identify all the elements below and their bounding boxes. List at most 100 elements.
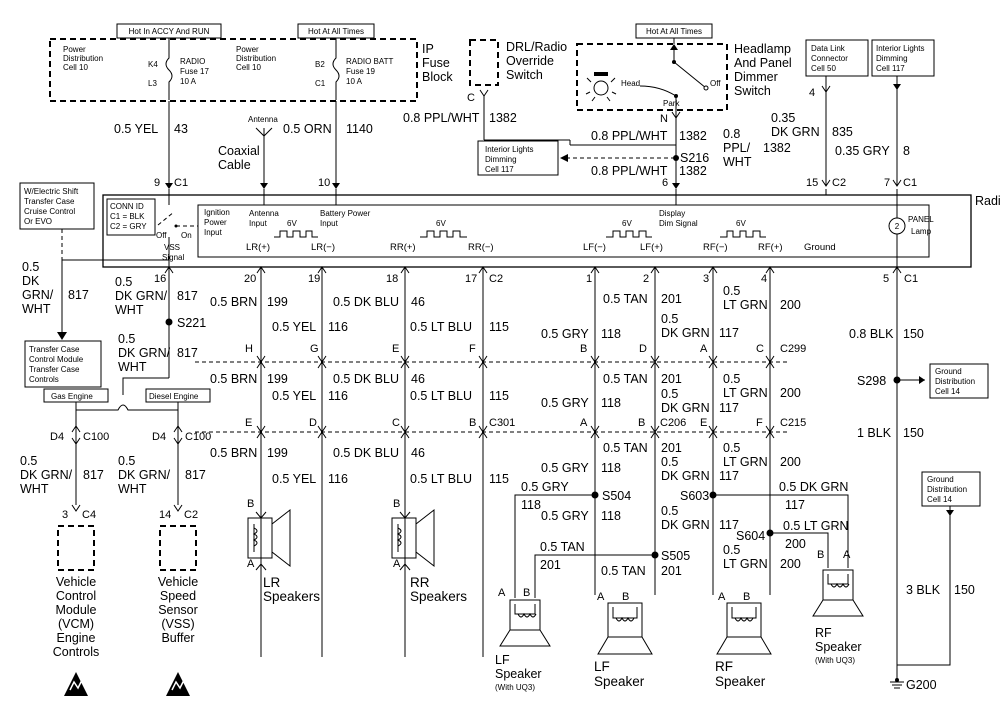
ild-mid-label-3: Cell 117 xyxy=(485,165,514,174)
dkblu-46-c: 0.5 DK BLU xyxy=(333,446,399,460)
ltblu-115-a-circuit: 115 xyxy=(489,320,509,334)
dkblu-46-b: 0.5 DK BLU xyxy=(333,372,399,386)
dkblu-46-a: 0.5 DK BLU xyxy=(333,295,399,309)
ip-fuse-block-title-3: Block xyxy=(422,70,453,84)
ltblu-115-b: 0.5 LT BLU xyxy=(410,389,472,403)
splice-s216: S216 xyxy=(680,151,709,165)
tan-201-e: 0.5 TAN xyxy=(601,564,646,578)
interior-lights-dimming-box xyxy=(477,140,559,176)
lf-uq3-label: LF xyxy=(495,653,510,667)
c1-terminal: C1 xyxy=(315,79,326,88)
rr-pin-b: B xyxy=(393,498,400,510)
dk-grn-wht-b: 0.5 xyxy=(115,275,132,289)
pd-cell-label-1: Power xyxy=(63,45,86,54)
tcc-label-4: Controls xyxy=(29,375,59,384)
pin-9: 9 xyxy=(154,177,160,189)
pin-5: 5 xyxy=(883,273,889,285)
dk-grn-wht-f-circuit: 817 xyxy=(185,468,206,482)
gd-label-2: Distribution xyxy=(935,377,975,386)
orn-1140-wire: 0.5 ORN xyxy=(283,122,332,136)
yel-116-c: 0.5 YEL xyxy=(272,472,316,486)
c100-diesel: C100 xyxy=(185,431,211,443)
dlc-label-2: Connector xyxy=(811,54,848,63)
dkgrn-117-a-circuit: 117 xyxy=(719,326,739,340)
drl-pin-c: C xyxy=(467,92,475,104)
pd-cell-label-2b: Distribution xyxy=(236,54,276,63)
rr-square-wave xyxy=(420,230,467,238)
pin-3-c4: 3 xyxy=(62,509,68,521)
pin-2: 2 xyxy=(643,273,649,285)
data-link-connector-box xyxy=(805,39,869,77)
drl-circuit: 1382 xyxy=(489,111,517,125)
radio-title: Radio xyxy=(975,194,1000,208)
dk-grn-835-2: DK GRN xyxy=(771,125,820,139)
head-position: Head xyxy=(621,79,640,88)
dk-grn-wht-f-3: WHT xyxy=(118,482,147,496)
on-label: On xyxy=(181,231,192,240)
ild-top-label-2: Dimming xyxy=(876,54,908,63)
lr-speakers-label-2: Speakers xyxy=(263,589,320,604)
lf-speaker: A B LF Speaker xyxy=(594,591,653,689)
battery-power-input: Battery Power xyxy=(320,209,371,218)
lr-pin-a: A xyxy=(247,558,255,570)
headlamp-panel-dimmer-switch: Hot At All Times Headlamp And Panel Dimm… xyxy=(576,23,792,125)
radio-batt-fuse-19: Fuse 19 xyxy=(346,67,375,76)
pin-c1-right: C1 xyxy=(903,177,917,189)
c299-pin-g: G xyxy=(310,343,319,355)
c299-pin-h: H xyxy=(245,343,253,355)
drl-wire: 0.8 PPL/WHT xyxy=(403,111,480,125)
dkblu-46-c-circuit: 46 xyxy=(411,446,425,460)
vss-box xyxy=(159,525,197,571)
lf-speaker-uq3: A B LF Speaker (With UQ3) xyxy=(495,587,551,692)
dk-grn-wht-a-3: GRN/ xyxy=(22,288,54,302)
off-label: Off xyxy=(156,231,167,240)
dkgrn-117-a-2: DK GRN xyxy=(661,326,710,340)
lf-minus: LF(−) xyxy=(583,242,606,253)
dkgrn-117-b-2: DK GRN xyxy=(661,401,710,415)
rf-square-wave xyxy=(720,230,766,238)
dkgrn-117-a: 0.5 xyxy=(661,312,678,326)
coaxial-cable-label-2: Cable xyxy=(218,158,251,172)
ild-mid-label: Interior Lights xyxy=(485,145,533,154)
headlamp-switch-box xyxy=(576,43,728,111)
esd-warning-icon-2 xyxy=(166,672,190,696)
brn-199-c-circuit: 199 xyxy=(267,446,288,460)
tan-201-a-circuit: 201 xyxy=(661,292,682,306)
c301-connector: C301 xyxy=(489,417,515,429)
yel-116-b-circuit: 116 xyxy=(328,389,348,403)
drl-radio-override-switch: DRL/Radio Override Switch C 0.8 PPL/WHT … xyxy=(403,39,571,145)
svg-text:2: 2 xyxy=(895,222,900,231)
lr-speakers-label: LR xyxy=(263,575,281,590)
lf-label: LF xyxy=(594,659,610,674)
vss-label-2: Speed xyxy=(160,589,196,603)
dk-grn-wht-a-2: DK xyxy=(22,274,40,288)
yel-116-a: 0.5 YEL xyxy=(272,320,316,334)
blk-150-a-circuit: 150 xyxy=(903,327,924,341)
pin-c2: C2 xyxy=(489,273,503,285)
c206-pin-b: B xyxy=(638,417,645,429)
lf-pin-b: B xyxy=(622,591,629,603)
ground-g200: G200 xyxy=(906,678,937,692)
lr-square-wave xyxy=(274,230,318,238)
dk-grn-835-circuit: 835 xyxy=(832,125,853,139)
c206-pin-a: A xyxy=(580,417,588,429)
pin-4: 4 xyxy=(761,273,767,285)
tan-201-c-circuit: 201 xyxy=(661,441,682,455)
ppl-wht-a-circuit: 1382 xyxy=(679,129,707,143)
headlamp-bulb-icon xyxy=(585,72,617,102)
pin-17: 17 xyxy=(465,273,477,285)
v6-rr: 6V xyxy=(436,219,446,228)
gd2-label-3: Cell 14 xyxy=(927,495,952,504)
c301-pin-b: B xyxy=(469,417,476,429)
c215-pin-e: E xyxy=(700,417,707,429)
fuse-block-outline xyxy=(49,38,418,102)
rf-uq3-label-3: (With UQ3) xyxy=(815,656,855,665)
ltgrn-200-e-circuit: 200 xyxy=(780,557,801,571)
ild-mid-label-2: Dimming xyxy=(485,155,517,164)
tan-201-d: 0.5 TAN xyxy=(540,540,585,554)
dkgrn-117-d-circuit: 117 xyxy=(785,498,805,512)
k4-terminal: K4 xyxy=(148,60,158,69)
ground-circuit: 0.8 BLK 150 S298 Ground Distribution Cel… xyxy=(849,266,989,692)
c299-pin-f: F xyxy=(469,343,476,355)
display-dim-signal: Display xyxy=(659,209,685,218)
